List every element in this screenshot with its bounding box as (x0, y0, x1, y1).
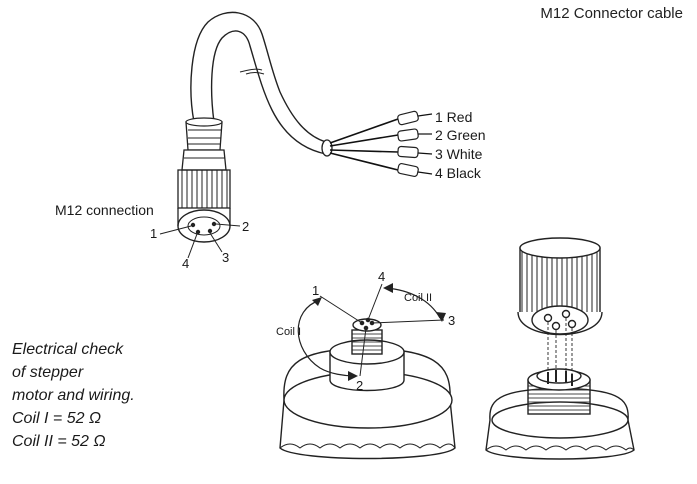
measure-pin-label-1: 1 (312, 283, 319, 298)
note-line-3: motor and wiring. (12, 387, 135, 404)
plug-pin-label-4: 4 (182, 256, 189, 271)
ferrule-3 (397, 145, 419, 159)
wire-label-3: 3 White (435, 146, 483, 162)
plug-pin-1 (190, 222, 196, 228)
electrical-check-note: Electrical check of stepper motor and wi… (12, 338, 135, 453)
coil1-label: Coil I (276, 326, 301, 338)
measure-pin-label-3: 3 (448, 313, 455, 328)
plug-pin-label-2: 2 (242, 219, 249, 234)
coil2-label: Coil II (404, 292, 432, 304)
cable (190, 11, 327, 155)
plug-pin-3 (207, 228, 213, 234)
ferrules (397, 110, 419, 178)
wire-bundle (329, 118, 399, 171)
ferrule-tips (417, 113, 433, 175)
coil1-arrowhead-bottom (348, 371, 358, 381)
coil2-arrowhead-bottom (436, 312, 446, 322)
diagram-title: M12 Connector cable (540, 5, 683, 22)
wire-label-2: 2 Green (435, 127, 486, 143)
pin-leaders (159, 223, 241, 259)
wire-label-1: 1 Red (435, 109, 472, 125)
exploded-alignment-lines (547, 318, 573, 374)
wire-label-4: 4 Black (435, 165, 482, 181)
cable-end (321, 139, 333, 157)
measure-pin-label-2: 2 (356, 378, 363, 393)
m12-female-plug (177, 117, 231, 243)
motor-connector-center (279, 317, 456, 460)
ferrule-1 (397, 110, 419, 126)
plug-pin-label-3: 3 (222, 250, 229, 265)
ferrule-2 (397, 128, 419, 142)
connector-label: M12 connection (55, 202, 154, 218)
coil2-arrowhead-top (383, 283, 393, 293)
plug-pin-label-1: 1 (150, 226, 157, 241)
measurement-lines (319, 283, 445, 377)
ferrule-4 (397, 162, 419, 178)
coil1-arrowhead-top (312, 297, 322, 306)
measure-pin-label-4: 4 (378, 269, 385, 284)
plug-pin-4 (195, 229, 201, 235)
note-line-2: of stepper (12, 364, 84, 381)
motor-connector-exploded (485, 237, 635, 460)
note-line-1: Electrical check (12, 341, 124, 358)
note-line-5: Coil II = 52 Ω (12, 433, 106, 450)
note-line-4: Coil I = 52 Ω (12, 410, 102, 427)
plug-pin-2 (211, 221, 217, 227)
coil1-arc (297, 299, 356, 377)
